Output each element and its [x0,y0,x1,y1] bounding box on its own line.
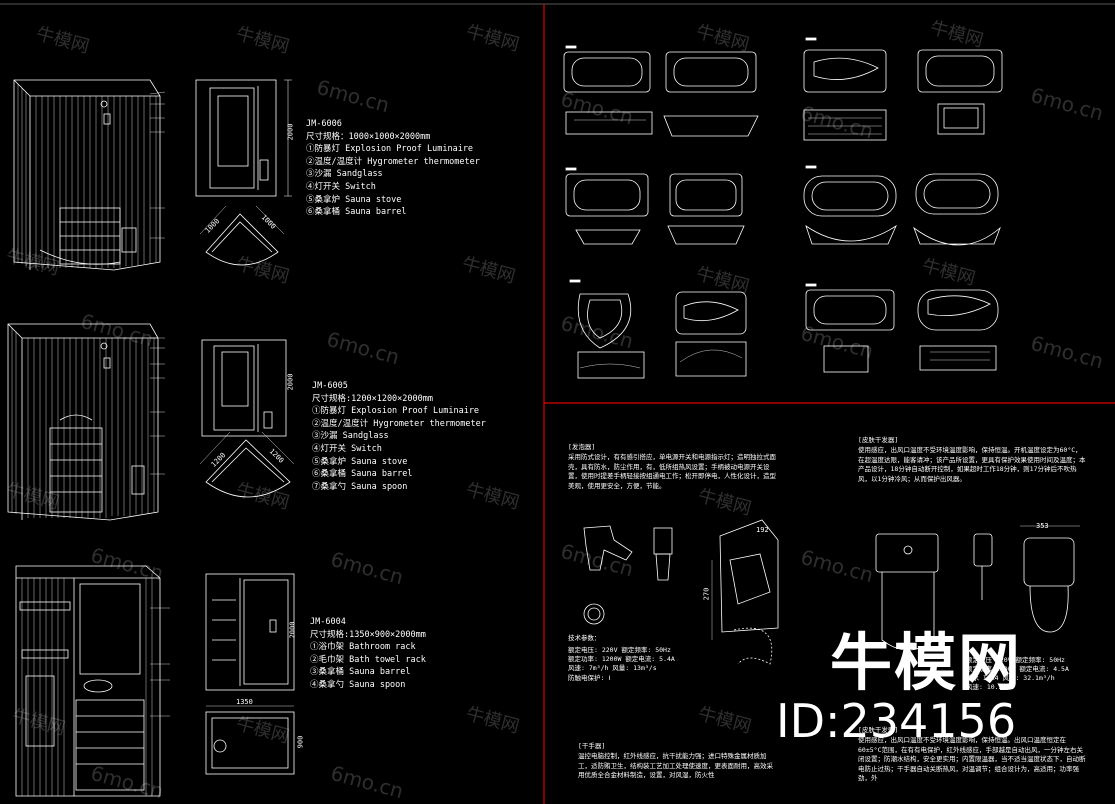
sauna-jm6004-perspective [15,565,170,797]
legend-item: ④灯开关 Switch [306,181,376,192]
model-code: JM-6004 [310,617,346,627]
dim-height: 2000 [288,621,297,639]
skin-dryer-param: 额定功率 1000W 额定电流: 4.5A [966,665,1069,673]
bathtub-catalog [563,37,1003,379]
sauna-jm6004-elevation [205,573,295,691]
model-spec: 尺寸规格：1000×1000×2000mm [306,131,431,142]
hand-dryer2-description: 温控电脑控制，红外线感应，抗干扰能力强；进口特殊金属材质加工，适防贿卫生，结构装… [578,752,773,779]
model-jm6006-block: JM-6006 尺寸规格：1000×1000×2000mm ①防暴灯 Explo… [306,118,480,219]
skin-dryer-param: 防水 IPX4 风量: 32.1m³/h [966,674,1055,682]
hand-dryer-title: [发泡器] [568,443,596,451]
sauna-jm6005-plan [199,431,295,498]
legend-item: ②温度/温度计 Hygrometer thermometer [312,418,486,429]
hand-dryer-param: 防触电保护: Ⅰ [568,674,611,682]
sauna-jm6006-plan [199,205,285,266]
legend-item: ①防暴灯 Explosion Proof Luminaire [312,406,480,417]
legend-item: ③沙漏 Sandglass [306,169,383,180]
dim-height: 2000 [286,123,295,141]
skin-dryer-description: 使用感应，出风口温度不受环境温度影响，保持恒温。开机温度设定为60°C，在超温度… [858,446,1086,483]
hand-dryer-description: 采用防式设计，有有感引搭应，单电源开关和电源指示灯；造明独拉式面壳，具有防水，防… [568,453,776,490]
skin-dryer-title: [皮肤干发器] [858,436,899,444]
legend-item: ④灯开关 Switch [312,443,382,454]
sauna-jm6006-elevation [195,79,292,197]
dryer-drawings [583,519,1080,665]
sauna-jm6005-perspective [7,323,165,521]
legend-item: ②温度/温度计 Hygrometer thermometer [306,156,480,167]
dryer-dim: 270 [702,587,711,601]
dim-height: 2000 [286,373,295,391]
model-spec: 尺寸规格:1200×1200×2000mm [312,393,433,404]
dim-width: 1350 [236,698,253,706]
model-code: JM-6006 [306,119,342,129]
legend-item: ②毛巾架 Bath towel rack [310,654,426,665]
skin-dryer-param: 额定电压 220V 额定频率: 50Hz [966,656,1065,664]
model-spec: 尺寸规格:1350×900×2000mm [310,629,426,640]
dryer-dim: 192 [756,526,769,534]
dim-width: 900 [296,735,305,749]
legend-item: ①浴巾架 Bathroom rack [310,642,416,653]
hand-dryer-param: 风速: 7m³/h 风量: 13m³/s [568,664,657,672]
legend-item: ③沙漏 Sandglass [312,431,389,442]
sauna-jm6004-plan [205,705,295,775]
dryer-dim: 353 [1036,522,1049,530]
legend-item: ⑤桑拿炉 Sauna stove [312,456,408,467]
legend-item: ①防暴灯 Explosion Proof Luminaire [306,144,474,155]
hand-dryer-param: 额定功率: 1200W 额定电流: 5.4A [568,655,675,663]
sauna-jm6006-perspective [13,79,166,271]
hand-dryer-params-title: 技术参数： [568,634,601,642]
skin-dryer-param: 风速: 10.2m/s [966,683,1015,691]
skin-dryer2-description: 使用感应，出风口温度不受环境温度影响，保持恒温。出风口温度恒定在60±5°C范围… [858,736,1086,782]
legend-item: ⑥桑拿桶 Sauna barrel [312,469,413,480]
model-code: JM-6005 [312,381,348,391]
legend-item: ③桑拿桶 Sauna barrel [310,667,411,678]
sauna-jm6005-elevation [201,339,287,437]
site-logo-text: 牛模网 [830,626,1023,699]
hand-dryer2-title: [干手器] [578,742,606,750]
model-jm6005-block: JM-6005 尺寸规格:1200×1200×2000mm ①防暴灯 Explo… [312,380,486,493]
model-jm6004-block: JM-6004 尺寸规格:1350×900×2000mm ①浴巾架 Bathro… [310,616,426,692]
hand-dryer-param: 额定电压: 220V 额定频率: 50Hz [568,646,671,654]
legend-item: ⑦桑拿勺 Sauna spoon [312,481,408,492]
skin-dryer2-title: [皮肤干发器] [858,726,899,734]
legend-item: ⑤桑拿炉 Sauna stove [306,194,402,205]
resource-id-label: ID:234156 [776,694,1017,748]
legend-item: ⑥桑拿桶 Sauna barrel [306,207,407,218]
legend-item: ④桑拿勺 Sauna spoon [310,679,406,690]
